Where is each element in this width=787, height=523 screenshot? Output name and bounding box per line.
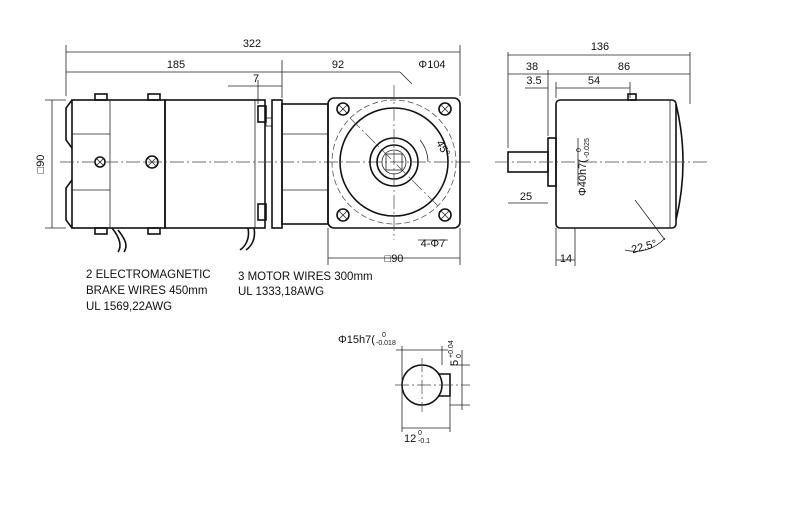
mounting-hole-icon	[336, 208, 350, 222]
shaft-tol-bot: -0.018	[376, 340, 396, 347]
body-86-dim: 86	[618, 61, 630, 73]
gearhead-length-dim: 136	[591, 41, 609, 53]
pilot-dia-text: Φ40h7(	[577, 159, 589, 196]
key-tol-top: +0.04	[448, 340, 455, 358]
key-tol-bot: 0	[456, 354, 463, 358]
pilot-dia-dim: Φ40h7( 0 -0.025	[576, 138, 591, 196]
overall-length-dim: 322	[243, 38, 261, 50]
brake-wires-label-1: 2 ELECTROMAGNETIC	[86, 269, 211, 281]
right-dimensions	[507, 52, 691, 266]
brake-wires-label-3: UL 1569,22AWG	[86, 301, 172, 313]
shaft-len-38-dim: 38	[526, 61, 538, 73]
key-depth-tol-bot: -0.1	[418, 438, 430, 445]
len-54-dim: 54	[588, 75, 600, 87]
pilot-tol-top: 0	[576, 148, 583, 152]
angle-dim: 45°	[433, 138, 452, 158]
holes-dim: 4-Φ7	[421, 238, 446, 250]
spacer-dim: 7	[253, 73, 259, 85]
key-width-text: 5	[449, 360, 461, 366]
right-side-view	[495, 93, 710, 241]
len-25-dim: 25	[520, 191, 532, 203]
key-width-dim: 5 +0.04 0	[448, 340, 463, 366]
pilot-3-5-dim: 3.5	[526, 75, 541, 87]
square-side-dim: □90	[35, 155, 47, 174]
pilot-tol-bot: -0.025	[584, 138, 591, 158]
mounting-hole-icon	[438, 208, 452, 222]
mounting-hole-icon	[438, 102, 452, 116]
gearhead-front-view	[327, 85, 461, 240]
flange-dia-dim: Φ104	[418, 59, 445, 71]
len-14-dim: 14	[560, 253, 572, 265]
motor-length-dim: 92	[332, 59, 344, 71]
key-depth-tol-top: 0	[418, 430, 422, 437]
brake-wires-label-2: BRAKE WIRES 450mm	[86, 285, 207, 297]
shaft-dia-dim: Φ15h7(	[338, 334, 375, 346]
top-dimensions	[45, 45, 461, 265]
square-bottom-dim: □90	[385, 253, 404, 265]
brake-length-dim: 185	[167, 59, 185, 71]
motor-wires-label-1: 3 MOTOR WIRES 300mm	[238, 271, 373, 283]
shaft-section	[395, 346, 470, 432]
shaft-tol-top: 0	[382, 332, 386, 339]
mounting-hole-icon	[336, 102, 350, 116]
motor-wires-label-2: UL 1333,18AWG	[238, 286, 324, 298]
angle-22-5-dim: 22.5°	[630, 238, 658, 256]
side-view	[60, 93, 470, 253]
key-depth-dim: 12	[404, 433, 416, 445]
